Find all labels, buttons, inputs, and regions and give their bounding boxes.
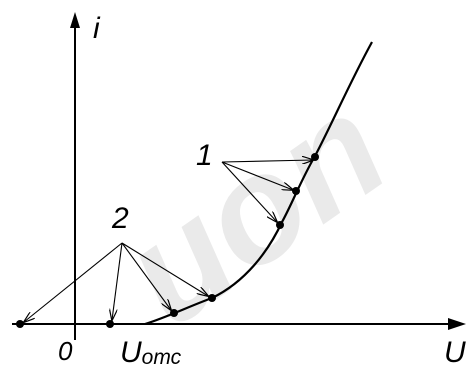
arrow-2-to-left xyxy=(24,242,123,322)
cutoff-voltage-subscript: отс xyxy=(142,346,182,369)
group-1-label: 1 xyxy=(196,139,213,172)
arrow-1-to-c xyxy=(221,160,313,162)
arrow-2-to-knee xyxy=(121,242,208,296)
arrow-1-to-a xyxy=(221,161,277,222)
arrow-1-to-b xyxy=(221,161,293,190)
arrow-2-to-mid xyxy=(112,242,123,320)
cutoff-voltage-main: U xyxy=(120,336,142,369)
watermark-text: uon xyxy=(93,62,415,357)
y-axis-arrow xyxy=(70,12,80,28)
x-axis-arrow xyxy=(448,318,466,330)
cutoff-voltage-label: Uотс xyxy=(120,336,182,369)
arrow-2-to-low xyxy=(121,242,171,310)
point-left-axis xyxy=(16,320,24,328)
point-curve-a xyxy=(276,221,284,229)
x-axis-label: U xyxy=(444,336,466,369)
point-axis-mid xyxy=(106,320,114,328)
group-2-label: 2 xyxy=(111,202,129,235)
origin-label: 0 xyxy=(58,336,73,366)
point-curve-low xyxy=(170,309,178,317)
y-axis-label: i xyxy=(93,12,101,45)
point-curve-knee xyxy=(208,294,216,302)
point-curve-b xyxy=(292,187,300,195)
